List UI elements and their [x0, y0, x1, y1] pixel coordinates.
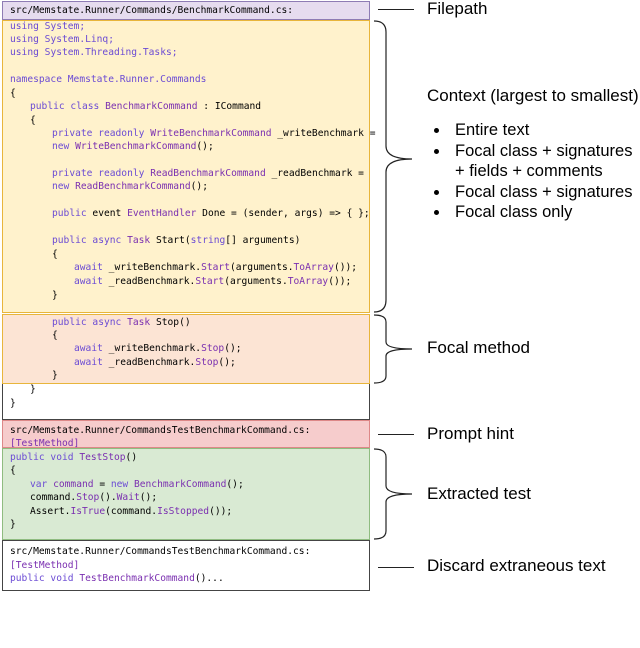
- code-discard-path: src/Memstate.Runner/CommandsTestBenchmar…: [10, 546, 311, 557]
- code-line: }: [10, 398, 16, 409]
- context-option-continuation: + fields + comments: [455, 162, 603, 180]
- discard-label: Discard extraneous text: [427, 556, 606, 575]
- code-line: await _writeBenchmark.Start(arguments.To…: [74, 262, 358, 273]
- code-line: }: [30, 384, 36, 395]
- code-line: namespace Memstate.Runner.Commands: [10, 74, 207, 85]
- code-line: var command = new BenchmarkCommand();: [30, 479, 244, 490]
- filepath-region: [2, 1, 370, 20]
- code-line: using System.Linq;: [10, 34, 114, 45]
- code-line: await _readBenchmark.Start(arguments.ToA…: [74, 276, 352, 287]
- discard-connector: [378, 567, 414, 568]
- code-line: public class BenchmarkCommand : ICommand: [30, 101, 262, 112]
- code-line: new WriteBenchmarkCommand();: [52, 141, 214, 152]
- code-listing: src/Memstate.Runner/Commands/BenchmarkCo…: [2, 0, 375, 648]
- context-option: Focal class + signatures: [430, 141, 632, 162]
- code-line: using System;: [10, 21, 86, 32]
- code-line: {: [52, 249, 58, 260]
- filepath-connector: [378, 9, 414, 10]
- code-line: }: [52, 370, 58, 381]
- code-line: }: [10, 519, 16, 530]
- context-option: Entire text: [430, 120, 632, 141]
- context-label: Context (largest to smallest): [427, 86, 639, 105]
- code-line: private readonly WriteBenchmarkCommand _…: [52, 128, 376, 139]
- code-line: command.Stop().Wait();: [30, 492, 158, 503]
- code-line: public void TestBenchmarkCommand()...: [10, 573, 224, 584]
- closing-braces-region: [2, 384, 370, 420]
- code-filepath: src/Memstate.Runner/Commands/BenchmarkCo…: [10, 5, 294, 16]
- code-line: {: [10, 465, 16, 476]
- prompt-hint-connector: [378, 434, 414, 435]
- context-option: Focal class + signatures: [430, 182, 632, 203]
- extracted-test-brace: [373, 448, 413, 540]
- code-line: new ReadBenchmarkCommand();: [52, 181, 208, 192]
- extracted-test-region: [2, 448, 370, 540]
- discard-region: [2, 540, 370, 591]
- code-line: await _readBenchmark.Stop();: [74, 357, 236, 368]
- context-options-list: Entire text Focal class + signatures + f…: [430, 120, 632, 223]
- code-line: await _writeBenchmark.Stop();: [74, 343, 242, 354]
- code-line: using System.Threading.Tasks;: [10, 47, 178, 58]
- code-line: public event EventHandler Done = (sender…: [52, 208, 370, 219]
- bullet-icon: [434, 210, 439, 215]
- focal-method-region: [2, 314, 370, 384]
- code-line: public void TestStop(): [10, 452, 138, 463]
- code-line: public async Task Stop(): [52, 317, 191, 328]
- bullet-icon: [434, 148, 439, 154]
- code-test-path: src/Memstate.Runner/CommandsTestBenchmar…: [10, 425, 311, 436]
- code-line: Assert.IsTrue(command.IsStopped());: [30, 506, 233, 517]
- extracted-test-label: Extracted test: [427, 484, 531, 503]
- context-option: Focal class only: [430, 202, 632, 223]
- code-line: {: [10, 88, 16, 99]
- prompt-hint-label: Prompt hint: [427, 424, 514, 443]
- prompt-hint-region: [2, 420, 370, 448]
- bullet-icon: [434, 128, 439, 133]
- code-line: [TestMethod]: [10, 560, 80, 571]
- code-line: {: [30, 115, 36, 126]
- context-brace: [373, 20, 413, 313]
- focal-method-label: Focal method: [427, 338, 530, 357]
- code-line: [TestMethod]: [10, 438, 80, 449]
- code-line: }: [52, 290, 58, 301]
- filepath-label: Filepath: [427, 0, 488, 18]
- bullet-icon: [434, 189, 439, 195]
- code-line: private readonly ReadBenchmarkCommand _r…: [52, 168, 364, 179]
- focal-method-brace: [373, 314, 413, 384]
- context-region: [2, 20, 370, 313]
- code-line: public async Task Start(string[] argumen…: [52, 235, 301, 246]
- code-line: {: [52, 330, 58, 341]
